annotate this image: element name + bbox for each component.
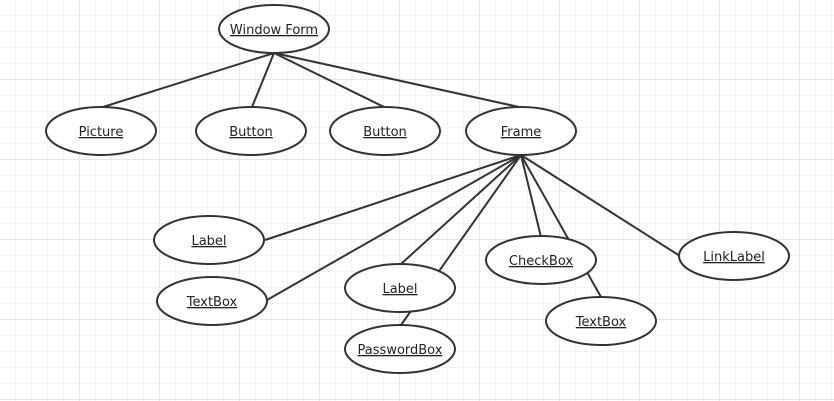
- node-label: Label: [191, 234, 226, 249]
- node-label: PasswordBox: [358, 343, 443, 358]
- node-root[interactable]: Window Form: [218, 4, 330, 54]
- edge-root-button2: [273, 52, 385, 108]
- node-textbox-2[interactable]: TextBox: [545, 296, 657, 346]
- node-ellipse: [344, 263, 456, 313]
- node-textbox-1[interactable]: TextBox: [156, 276, 268, 326]
- edge-frame-label2: [400, 154, 522, 265]
- node-ellipse: [45, 106, 157, 156]
- node-checkbox[interactable]: CheckBox: [485, 235, 597, 285]
- node-ellipse: [545, 296, 657, 346]
- node-ellipse: [678, 231, 790, 281]
- node-ellipse: [485, 235, 597, 285]
- node-ellipse: [156, 276, 268, 326]
- node-label: TextBox: [575, 315, 627, 330]
- node-label-2[interactable]: Label: [344, 263, 456, 313]
- edge-frame-textbox1: [266, 154, 522, 301]
- node-ellipse: [344, 324, 456, 374]
- node-ellipse: [218, 4, 330, 54]
- node-label: LinkLabel: [703, 250, 765, 265]
- node-ellipse: [195, 106, 307, 156]
- node-label: Window Form: [230, 23, 318, 38]
- node-label: Picture: [79, 125, 124, 140]
- node-button-1[interactable]: Button: [195, 106, 307, 156]
- node-ellipse: [329, 106, 441, 156]
- edge-frame-checkbox: [520, 154, 542, 238]
- node-passwordbox[interactable]: PasswordBox: [344, 324, 456, 374]
- node-label: Button: [229, 125, 273, 140]
- edge-root-picture: [102, 52, 275, 108]
- node-ellipse: [465, 106, 577, 156]
- edge-root-button1: [251, 52, 275, 108]
- node-label: CheckBox: [509, 254, 573, 269]
- node-picture[interactable]: Picture: [45, 106, 157, 156]
- node-label: TextBox: [186, 295, 238, 310]
- node-label: Label: [382, 282, 417, 297]
- node-label-1[interactable]: Label: [153, 215, 265, 265]
- node-linklabel[interactable]: LinkLabel: [678, 231, 790, 281]
- edge-frame-linklabel: [520, 154, 681, 257]
- node-label: Frame: [501, 125, 542, 140]
- node-ellipse: [153, 215, 265, 265]
- node-button-2[interactable]: Button: [329, 106, 441, 156]
- node-label: Button: [363, 125, 407, 140]
- edge-frame-label1: [264, 154, 522, 241]
- node-frame[interactable]: Frame: [465, 106, 577, 156]
- edge-root-frame: [273, 52, 520, 108]
